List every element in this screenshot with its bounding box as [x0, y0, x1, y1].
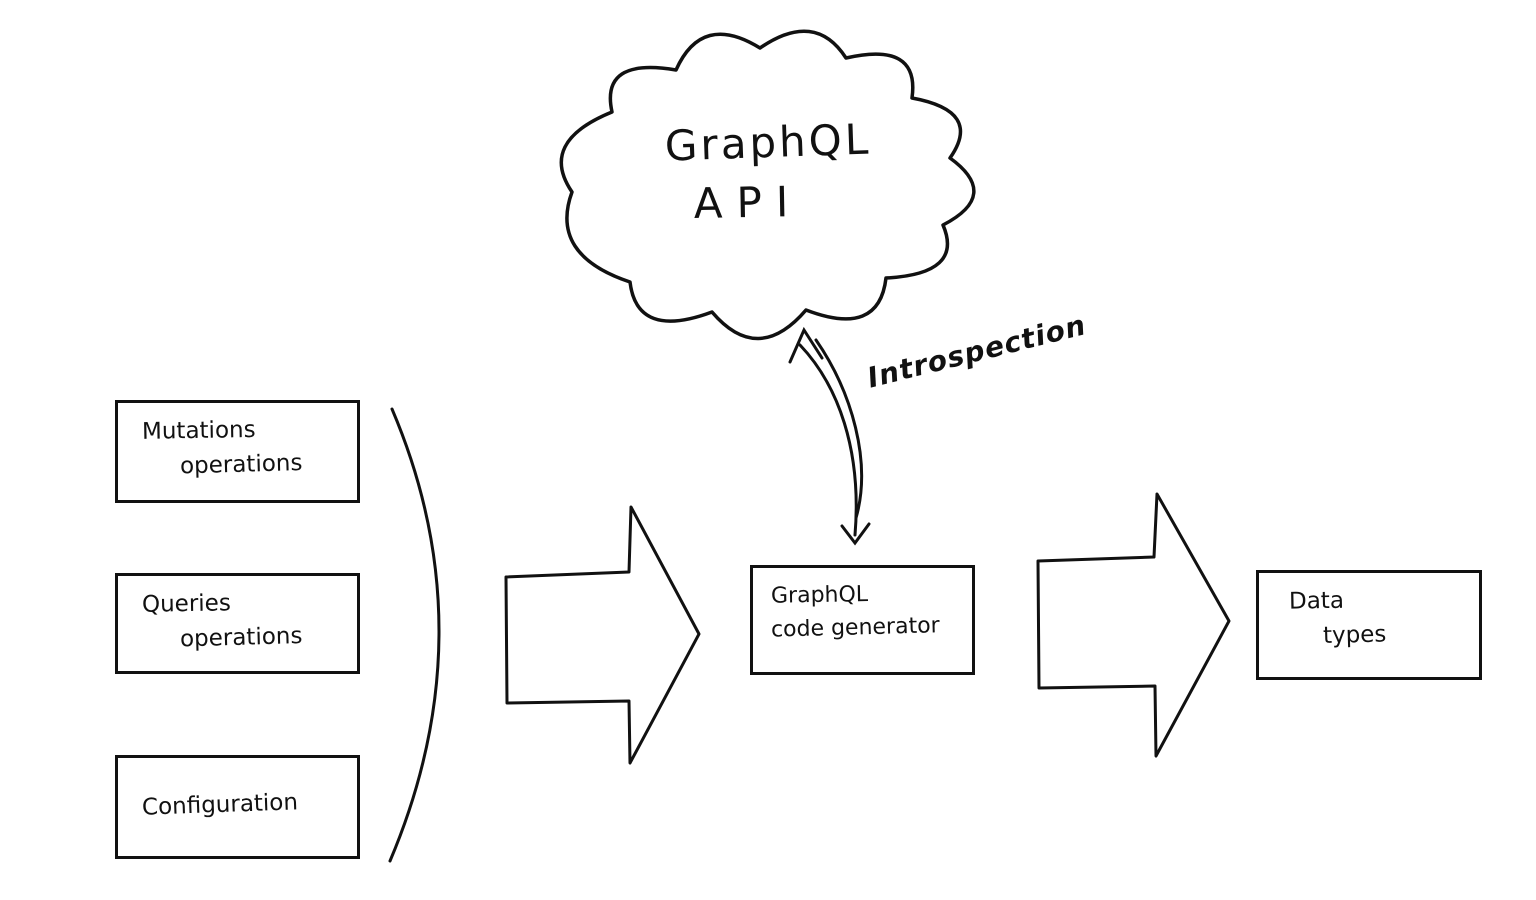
data-types-box: Data types [1256, 570, 1482, 680]
graphql-code-generator-box: GraphQL code generator [750, 565, 975, 675]
cloud-label-line2: API [693, 177, 803, 228]
cloud-label-line1: GraphQL [664, 114, 872, 171]
queries-operations-box: Queries operations [115, 573, 360, 674]
configuration-line1: Configuration [141, 789, 299, 821]
mutations-operations-line2: operations [179, 449, 303, 480]
mutations-operations-box: Mutations operations [115, 400, 360, 503]
block-arrow-left [504, 505, 701, 765]
cloud-shape [559, 29, 976, 341]
code-generator-line2: code generator [770, 612, 940, 643]
queries-operations-line2: operations [179, 622, 303, 653]
code-generator-line1: GraphQL [770, 582, 869, 609]
arrowhead-up-icon [788, 326, 824, 364]
introspection-arrow [788, 326, 871, 546]
block-arrow-right [1036, 492, 1231, 758]
group-bracket-curve [388, 407, 441, 863]
data-types-line2: types [1322, 621, 1387, 649]
configuration-box: Configuration [115, 755, 360, 859]
data-types-line1: Data [1288, 587, 1345, 615]
mutations-operations-line1: Mutations [141, 416, 256, 445]
queries-operations-line1: Queries [141, 590, 232, 618]
arrowhead-down-icon [840, 522, 871, 546]
